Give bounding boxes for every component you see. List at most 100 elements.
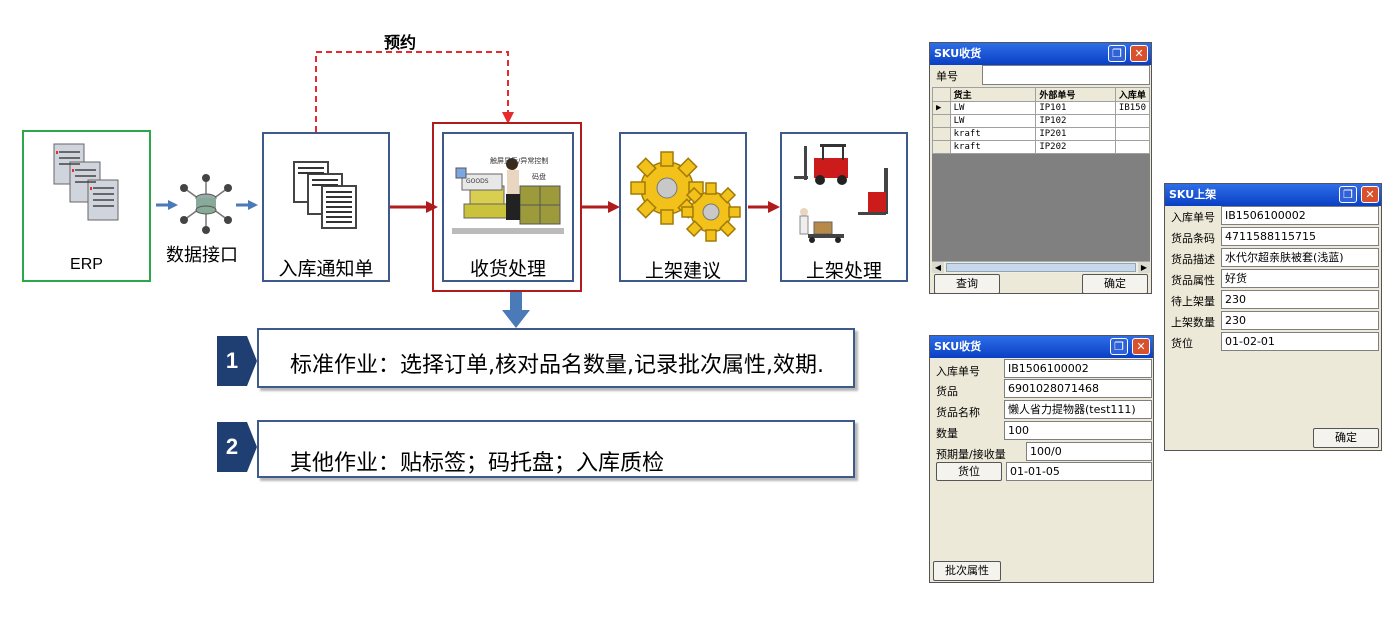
receiving-box: 触屏显示/异常控制 码盘 GOODS 收货处理 (442, 132, 574, 282)
scroll-left-icon[interactable]: ◀ (932, 262, 944, 273)
task-1-box (257, 328, 855, 388)
inbound-notice-box: 入库通知单 (262, 132, 390, 282)
table-row[interactable]: kraft IP202 (932, 140, 1151, 154)
row-selector[interactable]: ▶ (932, 101, 951, 115)
putaway-location-field[interactable]: 01-02-01 (1221, 332, 1379, 351)
sku-receive-list-titlebar: SKU收货 (930, 43, 1151, 65)
receive-orders-table: 货主 外部单号 入库单 ▶ LW IP101 IB150 LW IP102 kr… (932, 87, 1151, 154)
cell-owner: LW (949, 114, 1037, 128)
forklift-icon (794, 144, 888, 243)
close-icon[interactable]: ✕ (1130, 45, 1148, 62)
reservation-label: 预约 (384, 33, 417, 52)
column-header-inbound: 入库单 (1114, 87, 1151, 102)
goods-name-field[interactable]: 懒人省力提物器(test111) (1004, 400, 1152, 419)
receiving-label: 收货处理 (469, 258, 546, 280)
data-interface-icon (180, 174, 232, 234)
sku-receive-detail-titlebar: SKU收货 (930, 336, 1153, 358)
receiving-icon-caption-2: 码盘 (532, 173, 546, 181)
cell-external-order: IP201 (1035, 127, 1116, 141)
table-header-row: 货主 外部单号 入库单 (932, 87, 1151, 102)
putaway-suggestion-box: 上架建议 (619, 132, 747, 282)
pending-qty-label: 待上架量 (1171, 295, 1215, 308)
column-header-external-order: 外部单号 (1035, 87, 1116, 102)
putaway-confirm-button[interactable]: 确定 (1313, 428, 1379, 448)
scroll-right-icon[interactable]: ▶ (1138, 262, 1150, 273)
receiving-highlight-frame (432, 122, 582, 292)
close-icon[interactable]: ✕ (1361, 186, 1379, 203)
task-2-box (257, 420, 855, 478)
barcode-field[interactable]: 4711588115715 (1221, 227, 1379, 246)
batch-attributes-button[interactable]: 批次属性 (933, 561, 1001, 581)
cell-external-order: IP101 (1035, 101, 1116, 115)
cell-owner: LW (949, 101, 1037, 115)
row-selector[interactable] (932, 114, 951, 128)
sku-putaway-titlebar: SKU上架 (1165, 184, 1381, 206)
cell-inbound: IB150 (1114, 101, 1151, 115)
description-label: 货品描述 (1171, 253, 1215, 266)
goods-label: 货品 (936, 385, 958, 398)
table-row[interactable]: LW IP102 (932, 114, 1151, 128)
goods-name-label: 货品名称 (936, 406, 980, 419)
sku-putaway-window: SKU上架 ❐ ✕ 入库单号 IB1506100002 货品条码 4711588… (1164, 183, 1382, 451)
expected-received-field[interactable]: 100/0 (1026, 442, 1152, 461)
restore-icon[interactable]: ❐ (1339, 186, 1357, 203)
attribute-label: 货品属性 (1171, 274, 1215, 287)
query-button[interactable]: 查询 (934, 274, 1000, 294)
attribute-field[interactable]: 好货 (1221, 269, 1379, 288)
putaway-qty-field[interactable]: 230 (1221, 311, 1379, 330)
gears-icon (630, 151, 741, 242)
quantity-field[interactable]: 100 (1004, 421, 1152, 440)
putaway-inbound-field[interactable]: IB1506100002 (1221, 206, 1379, 225)
receiving-icon-caption-3: GOODS (466, 178, 489, 185)
notice-documents-icon (293, 161, 357, 229)
cell-owner: kraft (949, 127, 1037, 141)
table-row[interactable]: ▶ LW IP101 IB150 (932, 101, 1151, 115)
restore-icon[interactable]: ❐ (1108, 45, 1126, 62)
quantity-label: 数量 (936, 427, 958, 440)
inbound-number-field[interactable]: IB1506100002 (1004, 359, 1152, 378)
order-number-label: 单号 (936, 70, 958, 83)
task-2-text: 其他作业：贴标签；码托盘；入库质检 (290, 451, 665, 476)
table-row[interactable]: kraft IP201 (932, 127, 1151, 141)
putaway-location-label: 货位 (1171, 337, 1193, 350)
inbound-number-label: 入库单号 (936, 365, 980, 378)
cell-external-order: IP202 (1035, 140, 1116, 154)
cell-external-order: IP102 (1035, 114, 1116, 128)
cell-inbound (1114, 127, 1151, 141)
column-header-owner: 货主 (949, 87, 1037, 102)
erp-label: ERP (70, 256, 103, 273)
sku-receive-detail-title: SKU收货 (934, 340, 982, 353)
sku-receive-list-title: SKU收货 (934, 47, 982, 60)
sku-receive-detail-window: SKU收货 ❐ ✕ 入库单号 IB1506100002 货品 690102807… (929, 335, 1154, 583)
sku-receive-list-window: SKU收货 ❐ ✕ 单号 货主 外部单号 入库单 ▶ LW IP101 IB15… (929, 42, 1152, 294)
data-interface-label: 数据接口 (166, 245, 238, 266)
documents-icon (53, 143, 119, 221)
erp-box: ERP (22, 130, 151, 282)
inbound-notice-label: 入库通知单 (278, 258, 374, 280)
putaway-suggestion-label: 上架建议 (644, 260, 721, 282)
goods-field[interactable]: 6901028071468 (1004, 379, 1152, 398)
location-button[interactable]: 货位 (936, 462, 1002, 481)
task-2-number: 2 (217, 422, 257, 472)
task-1-text: 标准作业：选择订单,核对品名数量,记录批次属性,效期. (290, 353, 824, 378)
cell-owner: kraft (949, 140, 1037, 154)
confirm-button[interactable]: 确定 (1082, 274, 1148, 294)
order-number-input[interactable] (982, 65, 1150, 85)
row-selector[interactable] (932, 140, 951, 154)
scroll-thumb[interactable] (946, 263, 1136, 272)
sku-putaway-title: SKU上架 (1169, 188, 1217, 201)
location-field[interactable]: 01-01-05 (1006, 462, 1152, 481)
close-icon[interactable]: ✕ (1132, 338, 1150, 355)
restore-icon[interactable]: ❐ (1110, 338, 1128, 355)
putaway-box: 上架处理 (780, 132, 908, 282)
putaway-label: 上架处理 (805, 260, 882, 282)
expected-received-label: 预期量/接收量 (936, 448, 1006, 461)
putaway-qty-label: 上架数量 (1171, 316, 1215, 329)
horizontal-scrollbar[interactable]: ◀ ▶ (932, 261, 1150, 273)
pending-qty-field[interactable]: 230 (1221, 290, 1379, 309)
row-selector[interactable] (932, 127, 951, 141)
barcode-label: 货品条码 (1171, 232, 1215, 245)
receiving-scene-icon (452, 158, 564, 234)
description-field[interactable]: 水代尔超亲肤被套(浅蓝) (1221, 248, 1379, 267)
